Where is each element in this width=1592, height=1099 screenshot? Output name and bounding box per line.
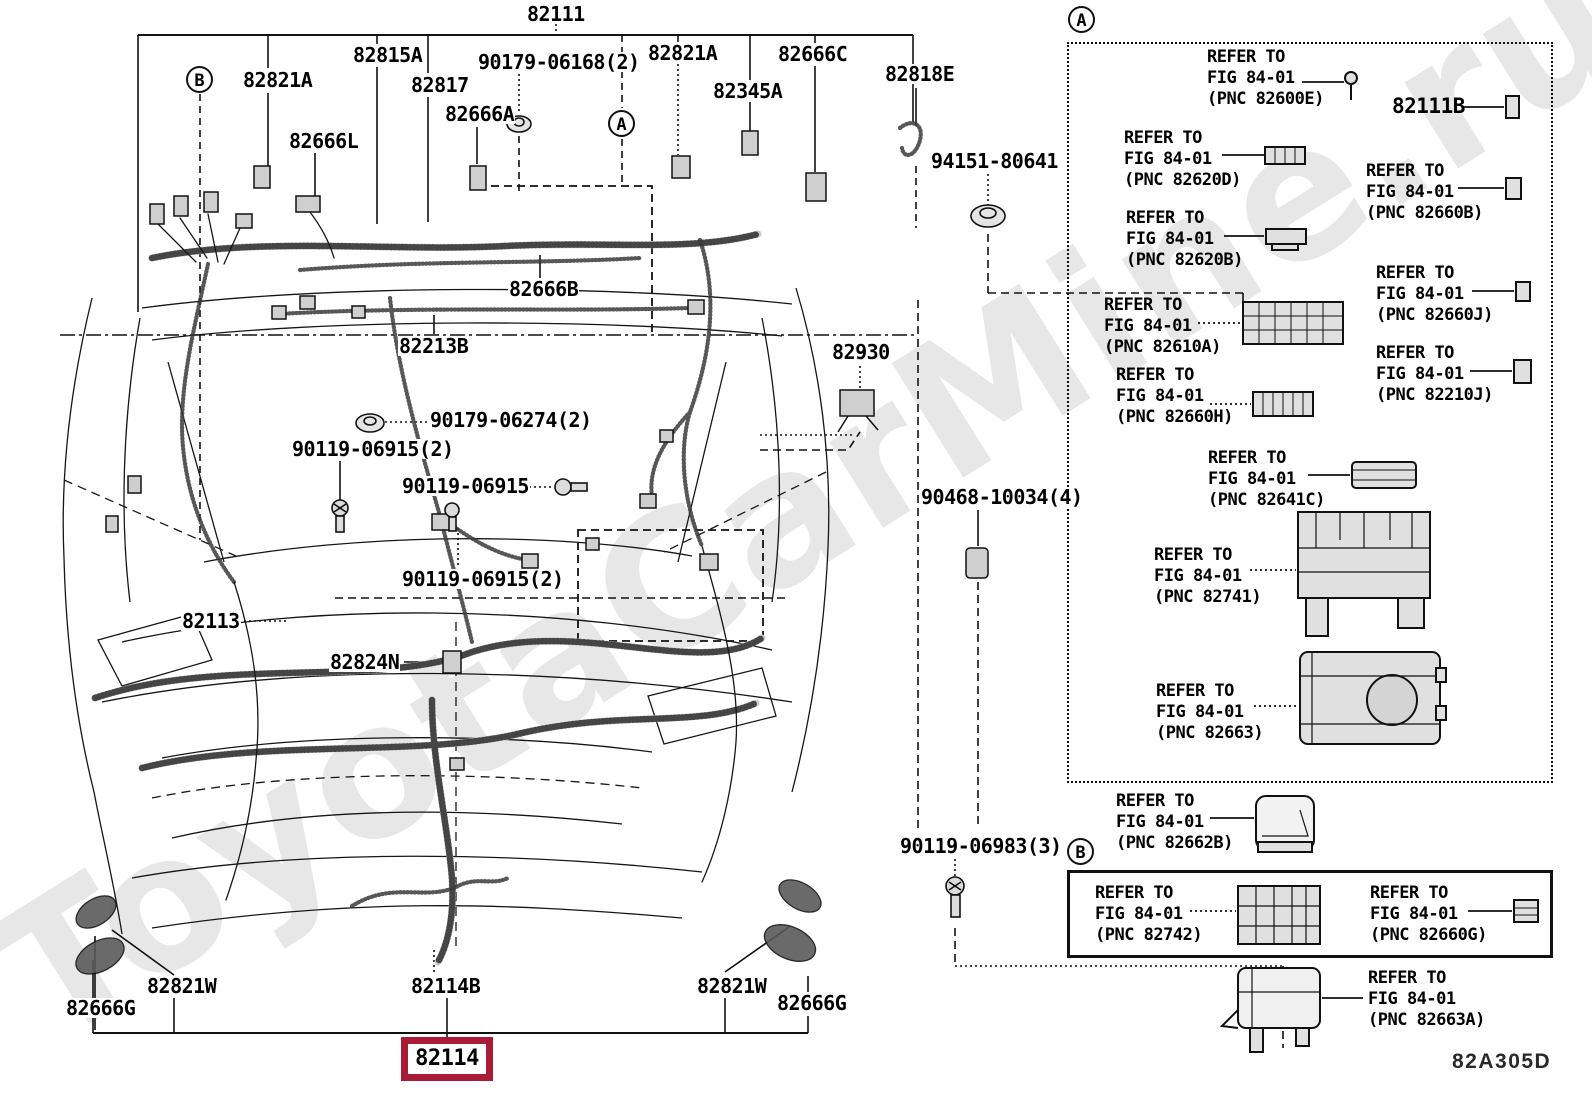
refer-entry-82663[interactable]: REFER TO FIG 84-01 (PNC 82663) (1156, 681, 1264, 743)
refer-entry-82660h[interactable]: REFER TO FIG 84-01 (PNC 82660H) (1116, 365, 1233, 427)
part-label-82821w-right[interactable]: 82821W (696, 974, 768, 998)
refer-entry-82641c[interactable]: REFER TO FIG 84-01 (PNC 82641C) (1208, 448, 1325, 510)
part-label-82114: 82114 (415, 1046, 479, 1071)
part-label-82666g-left[interactable]: 82666G (65, 996, 137, 1020)
wiring-harness (91, 121, 923, 966)
refer-entry-82210j[interactable]: REFER TO FIG 84-01 (PNC 82210J) (1376, 343, 1493, 405)
highlighted-part-box[interactable]: 82114 (401, 1037, 493, 1081)
part-label-90119-06983[interactable]: 90119-06983(3) (899, 834, 1063, 858)
part-label-82821a-mid[interactable]: 82821A (647, 41, 719, 65)
screws (331, 478, 965, 918)
refer-entry-82660b[interactable]: REFER TO FIG 84-01 (PNC 82660B) (1366, 161, 1483, 223)
part-label-90179-06274[interactable]: 90179-06274(2) (429, 408, 593, 432)
part-label-90119-06915-2a[interactable]: 90119-06915(2) (291, 437, 455, 461)
part-label-90179-06168[interactable]: 90179-06168(2) (477, 50, 641, 74)
part-label-82114b[interactable]: 82114B (410, 974, 482, 998)
panel-b-marker: B (1067, 838, 1094, 865)
part-label-82815a[interactable]: 82815A (352, 43, 424, 67)
panel-a-marker: A (1068, 6, 1095, 33)
part-label-82111[interactable]: 82111 (526, 2, 586, 26)
part-label-82666g-right[interactable]: 82666G (776, 991, 848, 1015)
part-label-82821a-left[interactable]: 82821A (242, 68, 314, 92)
part-label-82666b[interactable]: 82666B (508, 277, 580, 301)
refer-entry-82620d[interactable]: REFER TO FIG 84-01 (PNC 82620D) (1124, 128, 1241, 190)
part-label-82818e[interactable]: 82818E (884, 62, 956, 86)
refer-entry-82662b[interactable]: REFER TO FIG 84-01 (PNC 82662B) (1116, 791, 1233, 853)
refer-entry-82660g[interactable]: REFER TO FIG 84-01 (PNC 82660G) (1370, 883, 1487, 945)
grommets (355, 115, 1006, 433)
detail-box-b (1067, 870, 1553, 958)
part-label-82824n[interactable]: 82824N (329, 650, 401, 674)
part-label-82817[interactable]: 82817 (410, 73, 470, 97)
section-marker-a: A (608, 110, 635, 137)
part-label-82666a[interactable]: 82666A (444, 102, 516, 126)
panel-part-icons (1219, 71, 1539, 1053)
refer-entry-82610a[interactable]: REFER TO FIG 84-01 (PNC 82610A) (1104, 295, 1221, 357)
detail-panel-a (1067, 42, 1553, 783)
part-label-82111b[interactable]: 82111B (1392, 94, 1465, 118)
part-label-82345a[interactable]: 82345A (712, 79, 784, 103)
refer-entry-82742[interactable]: REFER TO FIG 84-01 (PNC 82742) (1095, 883, 1203, 945)
part-label-94151-80641[interactable]: 94151-80641 (930, 149, 1059, 173)
bottom-clips (75, 879, 822, 975)
refer-entry-82663a[interactable]: REFER TO FIG 84-01 (PNC 82663A) (1368, 968, 1485, 1030)
panel-leader-lines (1190, 81, 1514, 999)
refer-entry-82660j[interactable]: REFER TO FIG 84-01 (PNC 82660J) (1376, 263, 1493, 325)
part-label-82821w-left[interactable]: 82821W (146, 974, 218, 998)
part-label-90119-06915-2b[interactable]: 90119-06915(2) (401, 567, 565, 591)
refer-entry-82620b[interactable]: REFER TO FIG 84-01 (PNC 82620B) (1126, 208, 1243, 270)
part-label-82666l[interactable]: 82666L (288, 129, 360, 153)
refer-entry-82741[interactable]: REFER TO FIG 84-01 (PNC 82741) (1154, 545, 1262, 607)
part-label-90119-06915[interactable]: 90119-06915 (401, 474, 530, 498)
part-label-82113[interactable]: 82113 (181, 609, 241, 633)
part-label-82930[interactable]: 82930 (831, 340, 891, 364)
refer-entry-82600e[interactable]: REFER TO FIG 84-01 (PNC 82600E) (1207, 47, 1324, 109)
part-label-82666c[interactable]: 82666C (777, 42, 849, 66)
figure-code: 82A305D (1452, 1050, 1552, 1073)
part-label-90468-10034[interactable]: 90468-10034(4) (920, 485, 1084, 509)
part-label-82213b[interactable]: 82213B (398, 334, 470, 358)
connectors (105, 130, 989, 771)
section-marker-b: B (186, 66, 213, 93)
